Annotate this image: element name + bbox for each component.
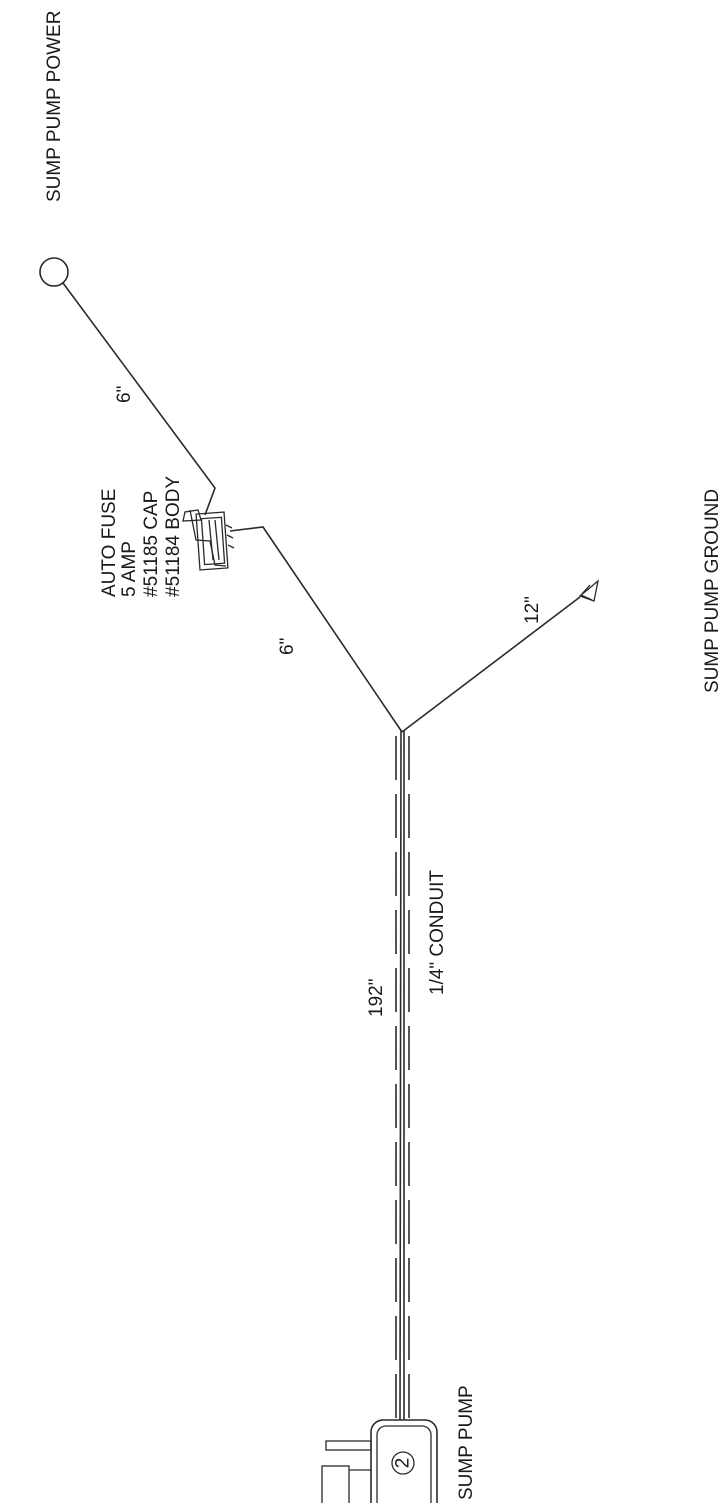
main-wire-left [399, 729, 402, 1421]
ground-wire-length-label: 12" [522, 596, 543, 624]
sump-pump-ground-label: SUMP PUMP GROUND [702, 489, 723, 693]
main-run-length-label: 192" [366, 979, 387, 1017]
fuse-label-line3: #51185 CAP [141, 491, 162, 597]
fuse-to-junction-length-label: 6" [277, 638, 298, 655]
sump-pump-power-label: SUMP PUMP POWER [44, 11, 65, 202]
ground-wire [401, 596, 581, 733]
conduit-label: 1/4" CONDUIT [427, 870, 448, 995]
sump-pump-label: SUMP PUMP [456, 1385, 477, 1500]
fuse-label-line2: 5 AMP [119, 541, 140, 597]
auto-fuse [182, 509, 235, 571]
fuse-label-line1: AUTO FUSE [99, 489, 120, 597]
power-wire [62, 282, 216, 516]
fuse-to-junction-wire [229, 526, 403, 733]
pin-2-label: 2 [393, 1458, 414, 1469]
ground-terminal [578, 579, 599, 602]
pin-2-circle [391, 1451, 415, 1475]
fuse-label-line4: #51184 BODY [163, 476, 184, 597]
power-terminal-ring [39, 257, 69, 287]
sump-pump-connector [321, 1419, 438, 1503]
power-wire-length-label: 6" [114, 386, 135, 403]
